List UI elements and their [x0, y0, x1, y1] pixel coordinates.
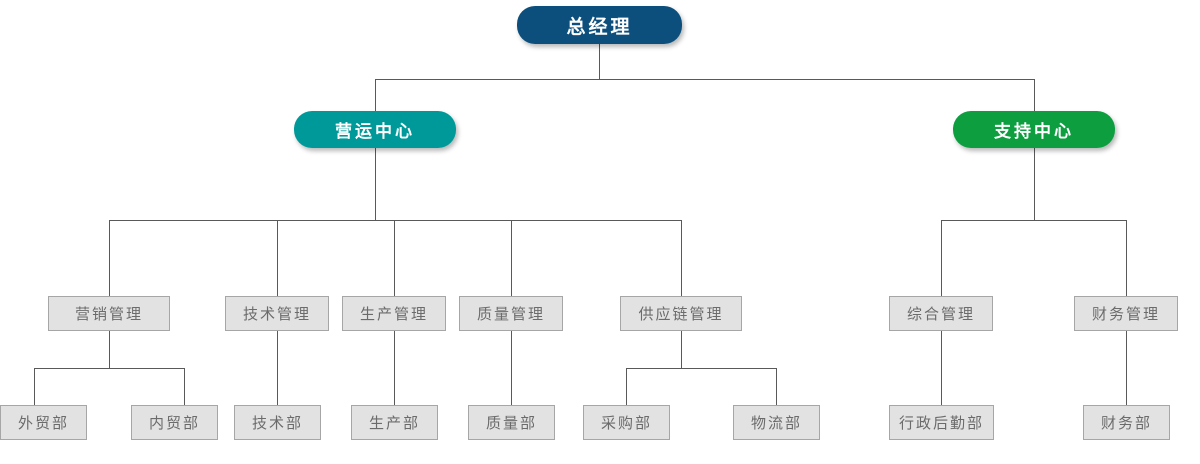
connector-to-purchasing-dept	[626, 368, 627, 405]
connector-to-supply-chain-mgmt	[681, 220, 682, 296]
node-logistics-department[interactable]: 物流部	[733, 405, 820, 440]
node-finance-department[interactable]: 财务部	[1083, 405, 1170, 440]
node-quality-management[interactable]: 质量管理	[459, 296, 563, 331]
connector-to-finance-mgmt	[1126, 220, 1127, 296]
connector-to-foreign-trade-dept	[34, 368, 35, 405]
connector-to-support-center	[1034, 79, 1035, 111]
connector-root-bar	[375, 79, 1035, 80]
node-domestic-trade-department[interactable]: 内贸部	[131, 405, 218, 440]
connector-support-stem	[1034, 148, 1035, 220]
node-technology-management[interactable]: 技术管理	[225, 296, 329, 331]
node-marketing-management[interactable]: 营销管理	[48, 296, 170, 331]
connector-marketing-stem	[109, 331, 110, 368]
node-administration-logistics-department[interactable]: 行政后勤部	[889, 405, 994, 440]
node-quality-department[interactable]: 质量部	[468, 405, 555, 440]
connector-to-quality-dept	[511, 331, 512, 405]
node-general-manager[interactable]: 总经理	[517, 6, 682, 44]
node-production-management[interactable]: 生产管理	[342, 296, 446, 331]
connector-to-technology-mgmt	[277, 220, 278, 296]
node-support-center[interactable]: 支持中心	[953, 111, 1115, 148]
connector-supply-chain-stem	[681, 331, 682, 368]
connector-support-bar	[941, 220, 1126, 221]
connector-to-technology-dept	[277, 331, 278, 405]
connector-root-stem	[599, 44, 600, 79]
connector-to-quality-mgmt	[511, 220, 512, 296]
connector-to-marketing-mgmt	[109, 220, 110, 296]
node-foreign-trade-department[interactable]: 外贸部	[0, 405, 87, 440]
connector-supply-chain-bar	[626, 368, 776, 369]
connector-to-production-mgmt	[394, 220, 395, 296]
connector-to-admin-logistics-dept	[941, 331, 942, 405]
node-purchasing-department[interactable]: 采购部	[583, 405, 670, 440]
node-operations-center[interactable]: 营运中心	[294, 111, 456, 148]
connector-operations-stem	[375, 148, 376, 220]
node-finance-management[interactable]: 财务管理	[1074, 296, 1178, 331]
connector-operations-bar	[109, 220, 681, 221]
connector-to-operations-center	[375, 79, 376, 111]
node-production-department[interactable]: 生产部	[351, 405, 438, 440]
connector-to-domestic-trade-dept	[184, 368, 185, 405]
connector-marketing-bar	[34, 368, 184, 369]
connector-to-logistics-dept	[776, 368, 777, 405]
connector-to-finance-dept	[1126, 331, 1127, 405]
node-general-affairs-management[interactable]: 综合管理	[889, 296, 993, 331]
connector-to-general-affairs-mgmt	[941, 220, 942, 296]
node-supply-chain-management[interactable]: 供应链管理	[620, 296, 742, 331]
node-technology-department[interactable]: 技术部	[234, 405, 321, 440]
connector-to-production-dept	[394, 331, 395, 405]
